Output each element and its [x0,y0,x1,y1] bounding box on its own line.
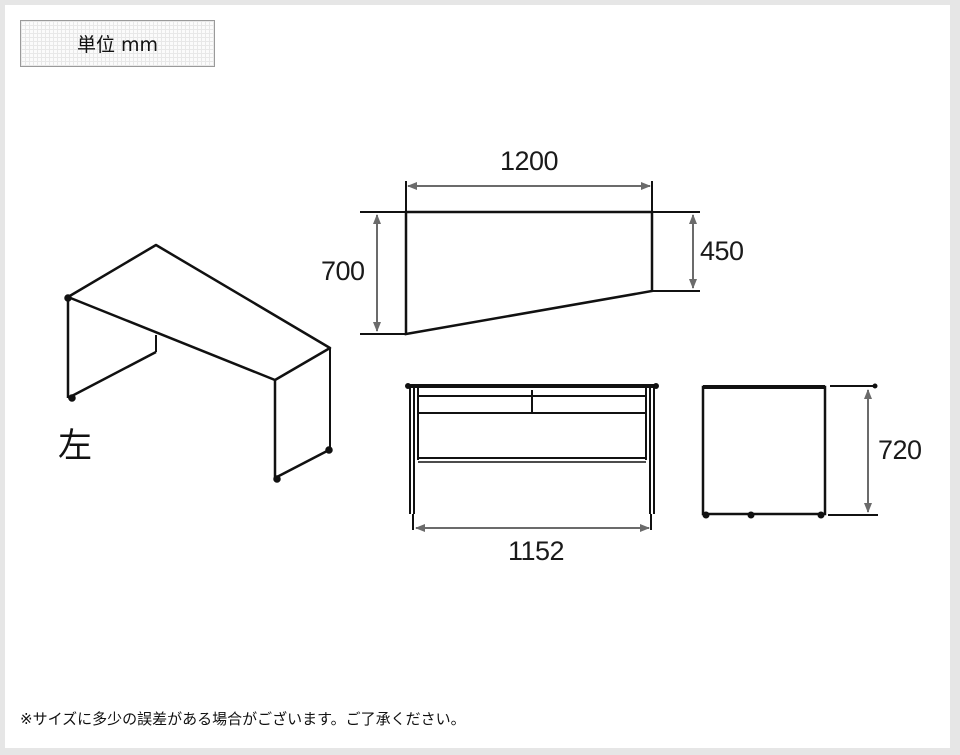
unit-label: 単位 mm [76,34,159,56]
top-view [360,181,700,336]
dimension-label-top-width: 1200 [500,146,559,176]
dimension-label-right-depth: 450 [700,236,744,266]
unit-label-box: 単位 mm [20,20,215,67]
footnote: ※サイズに多少の誤差がある場合がございます。ご了承ください。 [20,710,466,728]
diagram-panel [5,5,950,748]
front-view [405,383,659,532]
side-label: 左 [58,426,92,466]
side-view [701,383,878,519]
dimension-label-height: 720 [878,435,922,465]
dimension-label-left-depth: 700 [321,256,365,286]
isometric-desk-view [64,243,333,483]
dimension-label-front-width: 1152 [508,536,565,566]
